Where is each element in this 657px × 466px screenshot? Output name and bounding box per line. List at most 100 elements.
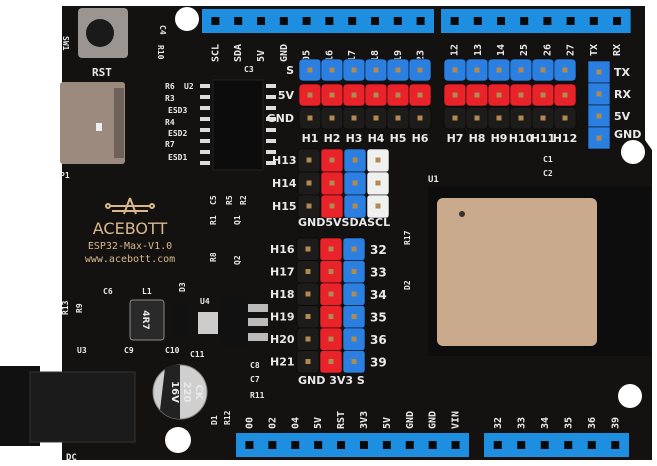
header-group-label: H2 [324,132,341,145]
header-socket[interactable] [589,17,598,25]
bottom-header-right[interactable] [484,433,629,457]
header-socket[interactable] [314,441,323,449]
module-label: U1 [428,175,439,185]
pin-tip [373,115,379,121]
component-label: C9 [124,346,134,355]
pin-tip [306,157,312,163]
header-socket[interactable] [337,441,346,449]
pin-tip [352,180,358,186]
component-label: C8 [250,361,260,370]
pin-tip [596,135,602,141]
component-label: C5 [209,195,218,205]
analog-pin-number: 33 [370,266,387,280]
header-socket[interactable] [279,17,288,25]
pin-tip [351,291,357,297]
header-socket[interactable] [359,441,368,449]
header-socket[interactable] [291,441,300,449]
header-socket[interactable] [517,441,526,449]
header-socket[interactable] [520,17,529,25]
top-pin-label: 18 [370,50,381,62]
header-socket[interactable] [245,441,254,449]
pin-tip [352,203,358,209]
header-socket[interactable] [540,441,549,449]
uart-label: 5V [614,110,631,123]
header-socket[interactable] [325,17,334,25]
header-socket[interactable] [566,17,575,25]
reset-button[interactable] [78,8,128,58]
header-socket[interactable] [450,17,459,25]
pin-tip [452,92,458,98]
header-socket[interactable] [611,441,620,449]
pin-tip [562,92,568,98]
bottom-pin-label: 39 [610,417,621,429]
header-socket[interactable] [613,17,621,25]
header-socket[interactable] [473,17,482,25]
mounting-hole [621,140,645,164]
header-group-label: H6 [412,132,429,145]
analog-pin-number: 34 [370,288,387,302]
header-socket[interactable] [497,17,505,25]
regulator-u4 [218,296,248,346]
pin-tip [417,92,423,98]
header-socket[interactable] [348,17,357,25]
header-socket[interactable] [428,441,437,449]
top-header-right[interactable] [441,9,631,33]
top-pin-label: TX [589,44,600,56]
header-group-label: H4 [368,132,385,145]
header-socket[interactable] [211,17,220,25]
usb-serial-chip [212,79,264,171]
bottom-pin-label: 00 [244,417,255,429]
chip-pin [266,139,276,143]
electrolytic-capacitor [152,364,208,420]
header-socket[interactable] [302,17,311,25]
pin-tip [496,67,502,73]
pin-tip [351,246,357,252]
chip-pin [200,128,210,132]
board-website: www.acebott.com [85,254,175,265]
component-label: R12 [223,410,232,425]
component-label: R3 [165,94,175,103]
analog-row-label: H16 [270,243,295,256]
pin-tip [562,67,568,73]
analog-pin-number: 36 [370,333,387,347]
header-group-label: H12 [553,132,578,145]
pin-tip [596,91,602,97]
header-socket[interactable] [564,441,573,449]
chip-pin [266,161,276,165]
component-label: Q1 [233,215,242,225]
chip-pin [200,161,210,165]
top-pin-label: 16 [324,50,335,62]
header-socket[interactable] [405,441,414,449]
header-socket[interactable] [268,441,277,449]
header-socket[interactable] [393,17,402,25]
pin-tip [540,67,546,73]
header-socket[interactable] [416,17,425,25]
i2c-row-label: H14 [272,177,297,190]
header-socket[interactable] [257,17,265,25]
top-pin-label: 26 [542,44,553,56]
component-label: R4 [165,118,175,127]
component-label: D1 [210,415,219,425]
pin-tip [328,314,334,319]
header-socket[interactable] [451,441,460,449]
pin-tip [329,115,335,121]
header-socket[interactable] [234,17,243,25]
pin-tip [518,92,524,98]
top-pin-label: 23 [416,50,427,62]
bottom-pin-label: 04 [290,417,301,429]
component-label: Q2 [233,255,242,265]
pin-tip [474,67,480,73]
header-socket[interactable] [587,441,596,449]
header-socket[interactable] [493,441,502,449]
header-socket[interactable] [543,17,552,25]
i2c-row-label: H13 [272,154,297,167]
pin-tip [540,115,546,121]
header-socket[interactable] [371,17,379,25]
pin-tip [596,69,602,75]
pin-tip [328,359,334,364]
pin-tip [474,92,480,98]
pin-tip [395,67,401,73]
top-pin-label: 27 [566,44,577,56]
header-socket[interactable] [382,441,391,449]
